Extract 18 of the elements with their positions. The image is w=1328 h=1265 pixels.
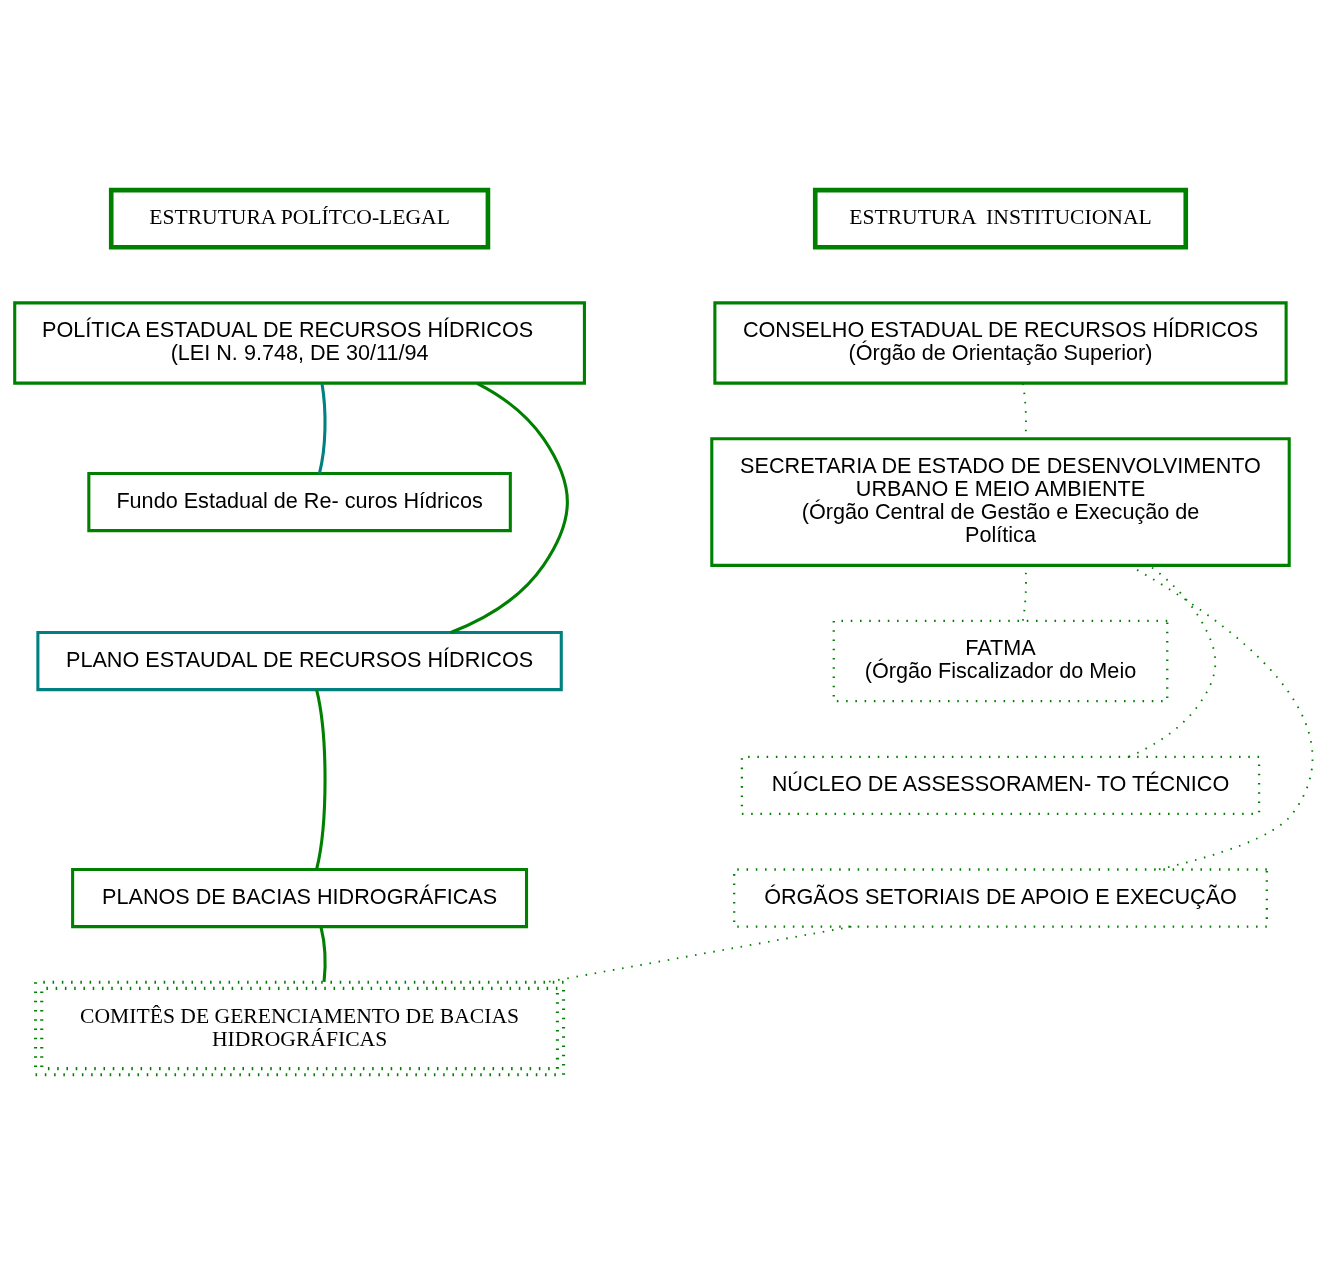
node-box: PLANO ESTAUDAL DE RECURSOS HÍDRICOS	[36, 630, 563, 692]
connector	[1128, 564, 1313, 871]
node-box: NÚCLEO DE ASSESSORAMEN- TO TÉCNICO	[740, 755, 1261, 816]
node-box: ÓRGÃOS SETORIAIS DE APOIO E EXECUÇÃO	[733, 868, 1268, 928]
node-box: CONSELHO ESTADUAL DE RECURSOS HÍDRICOS (Órgão de Orientação Superior)	[713, 301, 1288, 385]
node-box: ESTRUTURA INSTITUCIONAL	[812, 187, 1189, 250]
node-box: FATMA (Órgão Fiscalizador do Meio	[832, 619, 1169, 703]
node-box: ESTRUTURA POLÍTCO-LEGAL	[108, 187, 491, 250]
connector	[450, 381, 569, 634]
connector	[315, 689, 327, 870]
connector	[317, 383, 327, 474]
node-box: PLANOS DE BACIAS HIDROGRÁFICAS	[71, 867, 529, 929]
connector	[1127, 564, 1217, 758]
connector	[319, 926, 327, 982]
node-box: Fundo Estadual de Re- curos Hídricos	[87, 471, 512, 533]
node-box: SECRETARIA DE ESTADO DE DESENVOLVIMENTO URBANO E MEIO AMBIENTE (Órgão Central de Gestão e Execução de Política	[710, 437, 1291, 567]
node-box: POLÍTICA ESTADUAL DE RECURSOS HÍDRICOS (LEI N. 9.748, DE 30/11/94	[13, 301, 586, 385]
node-box: COMITÊS DE GERENCIAMENTO DE BACIAS HIDROGRÁFICAS	[34, 980, 566, 1077]
